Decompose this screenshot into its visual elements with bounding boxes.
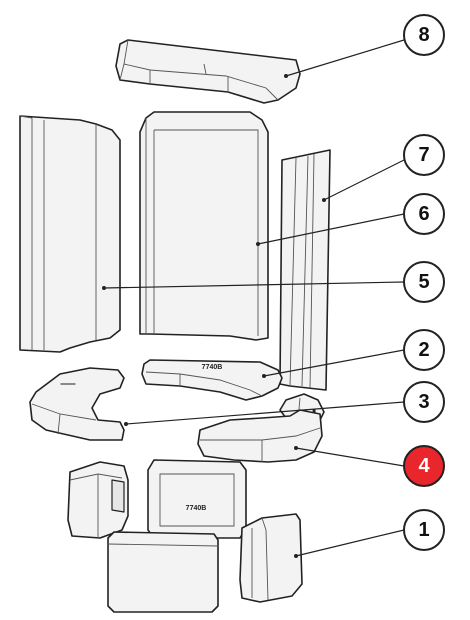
callout-7-label: 7 xyxy=(418,144,429,166)
leader-lines xyxy=(102,39,405,558)
callout-1-label: 1 xyxy=(418,519,429,541)
part-3-left-floor-brick[interactable]: ═══ xyxy=(29,367,125,441)
part-2-floor-center-brick[interactable]: 7740B xyxy=(141,359,283,401)
callout-4-label: 4 xyxy=(418,455,430,477)
callout-6-label: 6 xyxy=(418,203,429,225)
callout-5[interactable]: 5 xyxy=(403,261,445,303)
callout-3-label: 3 xyxy=(418,391,429,413)
stamp-label: 7740B xyxy=(202,364,223,371)
callout-8-label: 8 xyxy=(418,24,429,46)
part-5-left-side-brick[interactable] xyxy=(19,115,121,353)
callout-4[interactable]: 4 xyxy=(403,445,445,487)
part-1-front-bricks[interactable]: 7740B xyxy=(67,459,303,613)
stamp-label-center: 7740B xyxy=(186,505,207,512)
callout-2-label: 2 xyxy=(418,339,429,361)
part-8-top-brick[interactable] xyxy=(115,39,301,104)
stamp-label-left: ═══ xyxy=(60,381,76,388)
callout-3[interactable]: 3 xyxy=(403,381,445,423)
part-7-right-side-brick[interactable] xyxy=(279,149,331,391)
callout-6[interactable]: 6 xyxy=(403,193,445,235)
callout-8[interactable]: 8 xyxy=(403,14,445,56)
part-6-back-brick[interactable] xyxy=(139,111,269,341)
callout-7[interactable]: 7 xyxy=(403,134,445,176)
callout-2[interactable]: 2 xyxy=(403,329,445,371)
callout-5-label: 5 xyxy=(418,271,429,293)
part-4-front-floor-brick[interactable] xyxy=(197,409,323,463)
callout-1[interactable]: 1 xyxy=(403,509,445,551)
